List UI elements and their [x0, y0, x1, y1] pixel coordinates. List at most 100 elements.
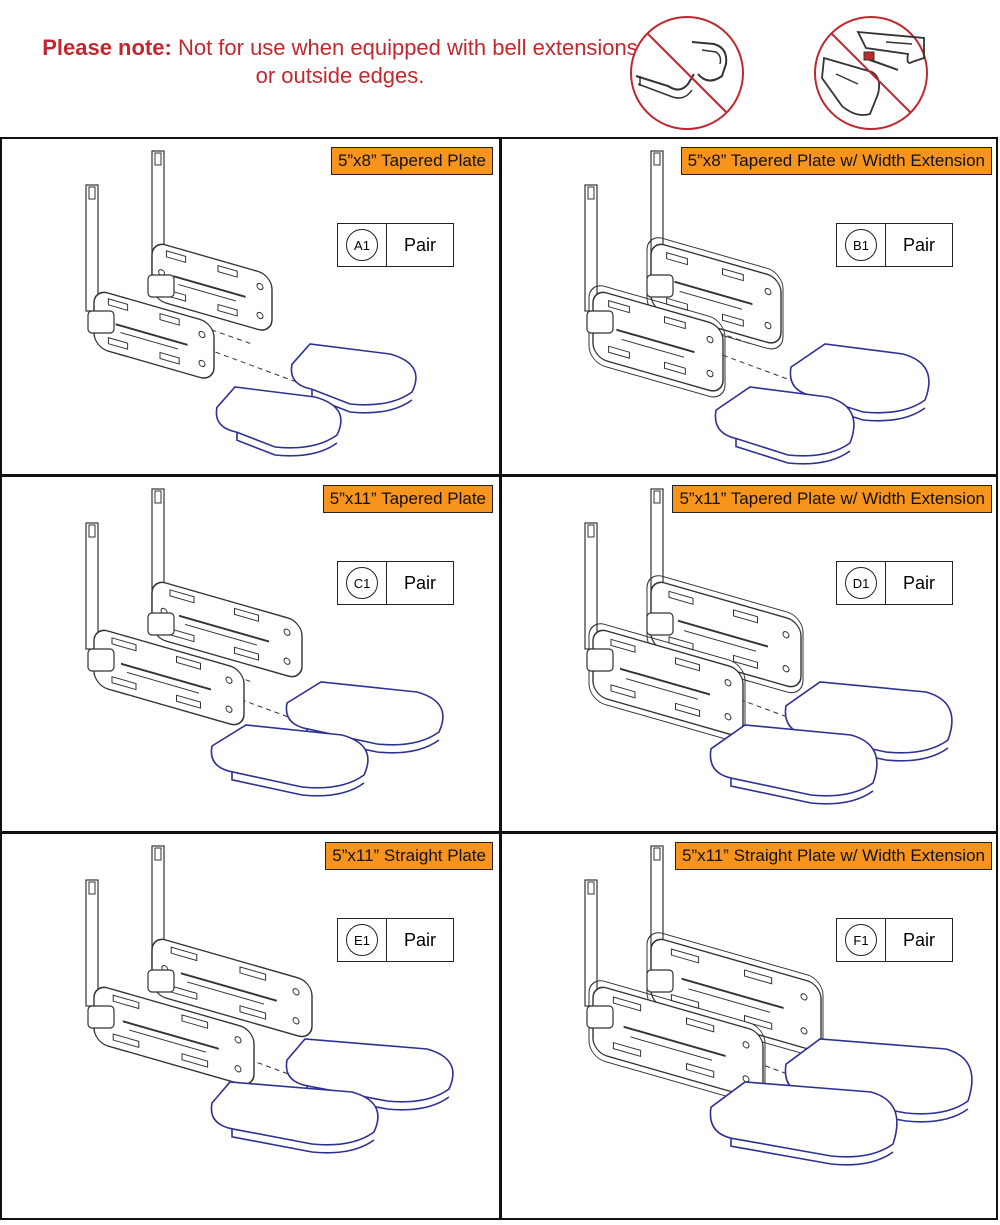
hanger-tube-cap: [154, 152, 162, 166]
plate-bracket: [176, 694, 201, 709]
hanger-tube-cap: [154, 490, 162, 504]
plate-bracket: [733, 609, 758, 624]
plate-hole: [256, 311, 264, 320]
part-callout: F1 Pair: [836, 918, 953, 962]
plate-hole: [764, 321, 772, 330]
plate-bracket: [608, 300, 630, 314]
panel-c1: 5”x11” Tapered Plate C1 Pair: [2, 477, 501, 837]
plate-hole: [724, 713, 732, 721]
hinge-block: [586, 1005, 614, 1029]
panel-f1: 5”x11” Straight Plate w/ Width Extension…: [501, 834, 1000, 1194]
plate-hole: [292, 988, 300, 996]
grid-divider-horizontal: [2, 474, 996, 477]
plate-slot: [621, 338, 684, 358]
part-callout: A1 Pair: [337, 223, 454, 267]
part-quantity: Pair: [403, 929, 436, 950]
plate-bracket: [668, 590, 694, 605]
plate-slot: [626, 678, 698, 700]
footplate-pad-edge: [730, 1138, 894, 1166]
hinge-block: [87, 1005, 115, 1029]
note-text: Not for use when equipped with bell exte…: [171, 35, 638, 88]
plate-slot: [179, 614, 269, 643]
footplate: [588, 980, 766, 1104]
hanger-tube: [85, 522, 99, 650]
footplate-illustration: [85, 488, 444, 797]
plate-hole: [764, 287, 772, 296]
plate-slot: [678, 619, 768, 648]
footplate-pad-edge: [236, 432, 338, 457]
hanger-tube-cap: [88, 881, 96, 895]
plate-slot: [187, 981, 264, 1005]
plate-hole: [292, 1017, 300, 1025]
footplate-pad-edge: [231, 771, 365, 797]
no-outside-edge-icon: [814, 16, 928, 130]
plate-bracket: [664, 316, 686, 330]
panel-title: 5”x11” Tapered Plate w/ Width Extension: [672, 485, 992, 513]
plate-bracket: [176, 655, 201, 670]
plate-bracket: [159, 351, 180, 365]
plate-slot: [115, 323, 188, 346]
plate-slot: [178, 284, 236, 302]
plate-bracket: [686, 1017, 715, 1033]
footplate-pad-edge: [805, 1095, 969, 1123]
footplate-pad-edge: [231, 1128, 375, 1154]
footplate-pad: [709, 1081, 898, 1158]
footplate-pad: [285, 1038, 454, 1103]
footplate: [93, 629, 245, 726]
plate-bracket: [170, 946, 198, 962]
part-quantity: Pair: [403, 234, 436, 255]
alignment-line: [206, 348, 303, 385]
plate-bracket: [169, 589, 195, 604]
plate-bracket: [239, 966, 267, 981]
plate-slot: [173, 275, 246, 298]
hanger-tube: [85, 879, 99, 1007]
panel-title: 5”x8” Tapered Plate w/ Width Extension: [680, 147, 992, 175]
part-callout: C1 Pair: [337, 561, 454, 605]
plate-slot: [129, 1029, 206, 1053]
plate-slot: [688, 988, 770, 1013]
hanger-tube-cap: [653, 490, 661, 504]
footplate-pad: [709, 724, 878, 797]
plate-slot: [127, 671, 199, 694]
plate-bracket: [111, 637, 137, 652]
footplate-illustration: [584, 150, 930, 465]
plate-bracket: [722, 268, 744, 282]
plate-bracket: [181, 1014, 209, 1029]
plate-slot: [616, 328, 695, 354]
part-callout: D1 Pair: [836, 561, 953, 605]
plate-bracket: [722, 313, 744, 327]
grid-divider-horizontal: [2, 831, 996, 834]
hinge-block: [147, 274, 175, 298]
hanger-tube: [584, 522, 598, 650]
plate-bracket: [107, 298, 129, 311]
plate-hole: [706, 335, 714, 344]
hinge-block: [646, 969, 674, 993]
hanger-tube: [584, 184, 598, 312]
footplate-pad-edge: [810, 395, 926, 422]
hanger-tube-cap: [88, 186, 96, 200]
plate-bracket: [686, 1062, 715, 1079]
hinge-block: [87, 310, 115, 334]
panel-title: 5”x11” Straight Plate w/ Width Extension: [675, 842, 992, 870]
plate-hole: [706, 369, 714, 378]
plate-bracket: [744, 1014, 773, 1031]
plate-hole: [800, 993, 808, 1001]
part-callout: B1 Pair: [836, 223, 953, 267]
plate-hole: [198, 330, 206, 339]
plate-bracket: [610, 638, 636, 653]
plate-bracket: [234, 646, 259, 661]
plate-bracket: [239, 1005, 267, 1020]
plate-slot: [180, 972, 277, 1002]
plate-bracket: [675, 702, 700, 717]
plate-hole: [234, 1036, 242, 1044]
footplate-illustration: [85, 845, 454, 1154]
plate-bracket: [670, 948, 700, 964]
hinge-block: [87, 648, 115, 672]
footplate-pad-edge: [730, 778, 874, 805]
panel-title: 5”x8” Tapered Plate: [330, 147, 493, 175]
part-quantity: Pair: [902, 929, 935, 950]
part-code: F1: [845, 924, 877, 956]
footplate-pad-edge: [805, 735, 949, 762]
hinge-block: [646, 612, 674, 636]
plate-slot: [122, 1020, 219, 1050]
